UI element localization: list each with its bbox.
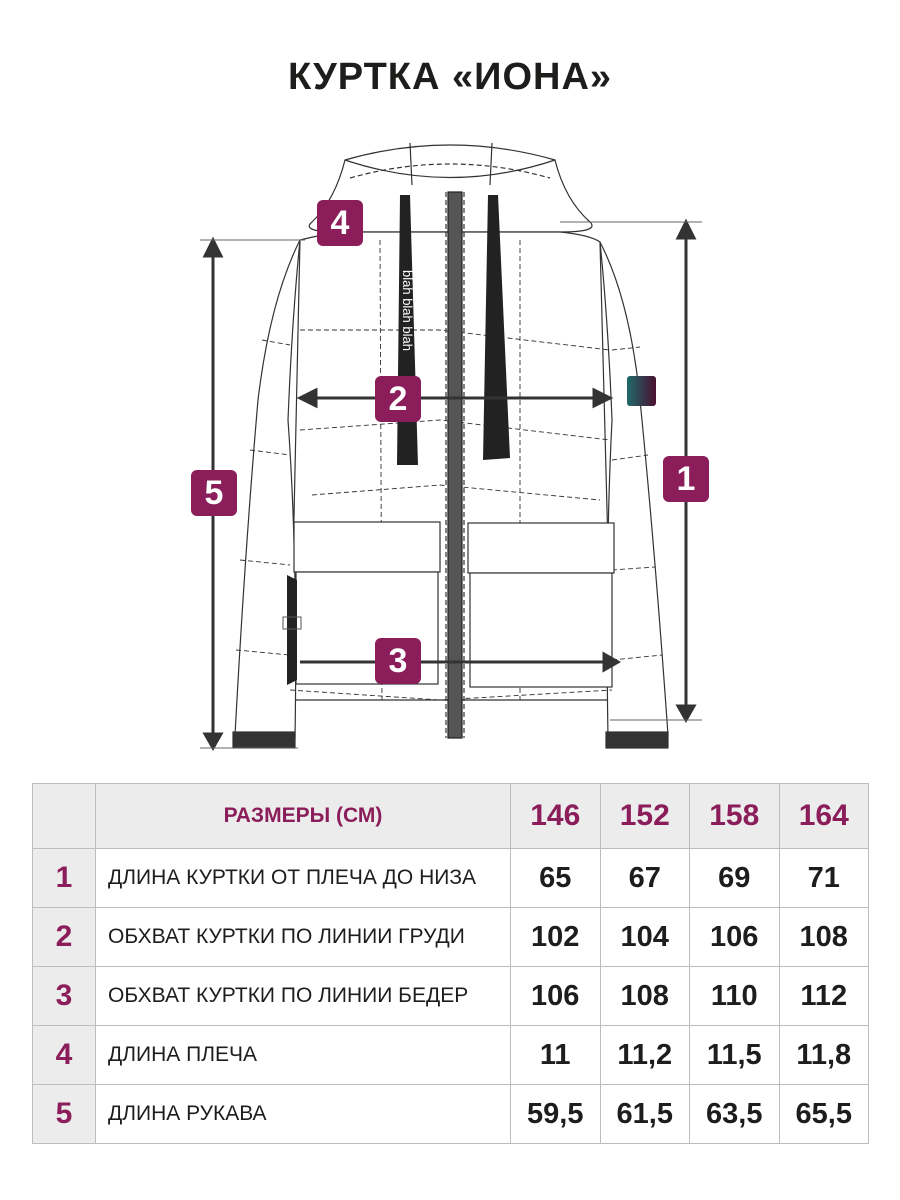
- row-value: 11,5: [689, 1025, 780, 1085]
- size-table: РАЗМЕРЫ (СМ) 146 152 158 164 1 ДЛИНА КУР…: [32, 783, 869, 1144]
- table-header-row: РАЗМЕРЫ (СМ) 146 152 158 164: [32, 783, 869, 849]
- row-number: 2: [32, 907, 96, 967]
- row-number: 4: [32, 1025, 96, 1085]
- row-value: 11,8: [778, 1025, 869, 1085]
- size-158: 158: [689, 783, 780, 849]
- table-row: 4 ДЛИНА ПЛЕЧА 11 11,2 11,5 11,8: [32, 1025, 869, 1085]
- row-number: 3: [32, 966, 96, 1026]
- row-value: 65: [510, 848, 601, 908]
- size-146: 146: [510, 783, 601, 849]
- jacket-outline-svg: blah blah blah: [200, 142, 702, 752]
- row-value: 102: [510, 907, 601, 967]
- row-label: ДЛИНА КУРТКИ ОТ ПЛЕЧА ДО НИЗА: [95, 848, 511, 908]
- row-label: ДЛИНА ПЛЕЧА: [95, 1025, 511, 1085]
- row-value: 69: [689, 848, 780, 908]
- row-value: 67: [599, 848, 690, 908]
- measure-badge-3: 3: [375, 638, 421, 684]
- row-label: ДЛИНА РУКАВА: [95, 1084, 511, 1144]
- table-row: 2 ОБХВАТ КУРТКИ ПО ЛИНИИ ГРУДИ 102 104 1…: [32, 907, 869, 967]
- row-value: 112: [778, 966, 869, 1026]
- measure-badge-4: 4: [317, 200, 363, 246]
- drawstring-print: blah blah blah: [400, 270, 415, 351]
- table-row: 5 ДЛИНА РУКАВА 59,5 61,5 63,5 65,5: [32, 1084, 869, 1144]
- page-title: КУРТКА «ИОНА»: [287, 56, 613, 98]
- row-value: 106: [510, 966, 601, 1026]
- row-value: 65,5: [778, 1084, 869, 1144]
- row-value: 61,5: [599, 1084, 690, 1144]
- row-number: 1: [32, 848, 96, 908]
- row-label: ОБХВАТ КУРТКИ ПО ЛИНИИ БЕДЕР: [95, 966, 511, 1026]
- row-label: ОБХВАТ КУРТКИ ПО ЛИНИИ ГРУДИ: [95, 907, 511, 967]
- row-value: 63,5: [689, 1084, 780, 1144]
- measure-badge-2: 2: [375, 376, 421, 422]
- row-value: 104: [599, 907, 690, 967]
- row-value: 59,5: [510, 1084, 601, 1144]
- measure-badge-5: 5: [191, 470, 237, 516]
- table-row: 3 ОБХВАТ КУРТКИ ПО ЛИНИИ БЕДЕР 106 108 1…: [32, 966, 869, 1026]
- row-value: 108: [599, 966, 690, 1026]
- header-corner-cell: [32, 783, 96, 849]
- row-number: 5: [32, 1084, 96, 1144]
- row-value: 71: [778, 848, 869, 908]
- row-value: 106: [689, 907, 780, 967]
- row-value: 11,2: [599, 1025, 690, 1085]
- row-value: 11: [510, 1025, 601, 1085]
- jacket-diagram: blah blah blah: [0, 130, 900, 760]
- header-label: РАЗМЕРЫ (СМ): [95, 783, 511, 849]
- row-value: 108: [778, 907, 869, 967]
- size-152: 152: [599, 783, 690, 849]
- table-row: 1 ДЛИНА КУРТКИ ОТ ПЛЕЧА ДО НИЗА 65 67 69…: [32, 848, 869, 908]
- measure-badge-1: 1: [663, 456, 709, 502]
- row-value: 110: [689, 966, 780, 1026]
- size-164: 164: [778, 783, 869, 849]
